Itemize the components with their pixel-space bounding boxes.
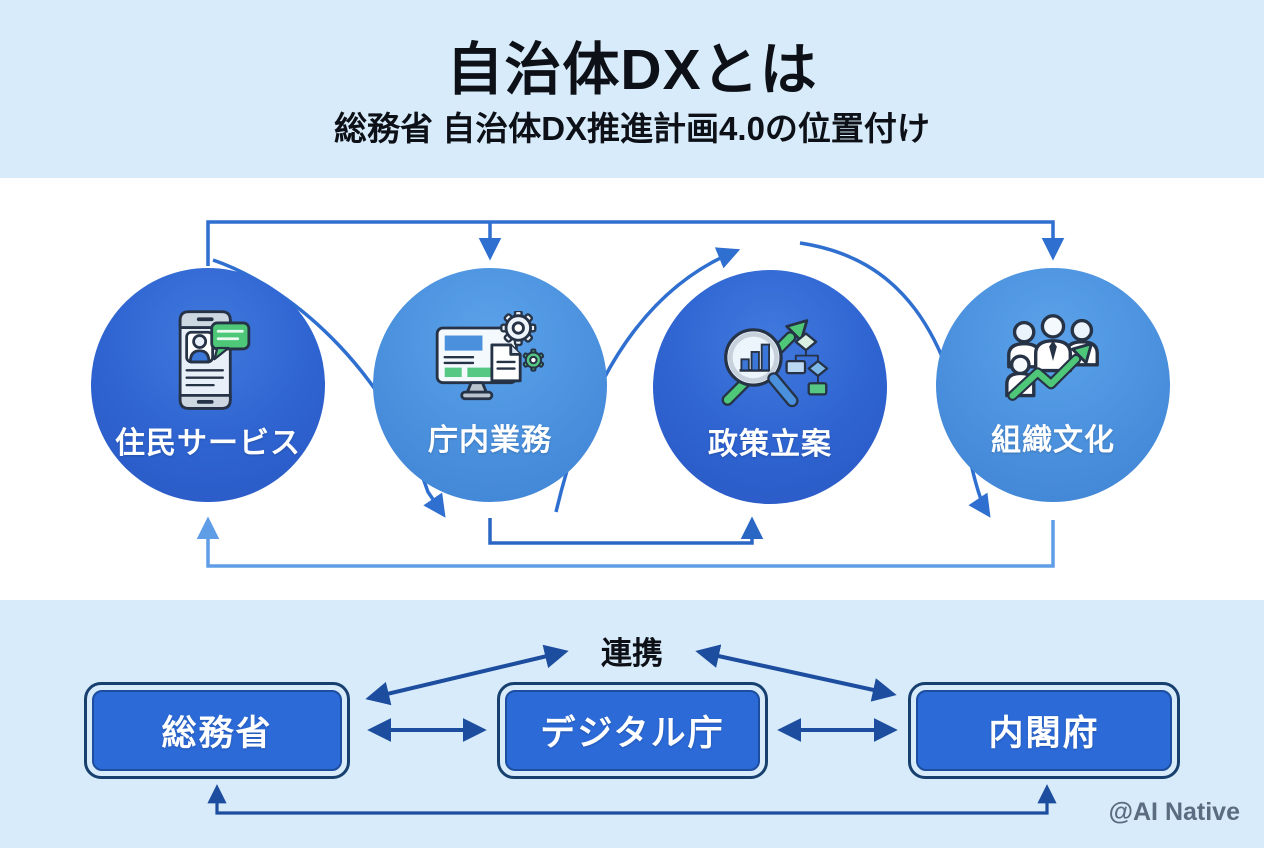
cycle-stage-policy-planning: 政策立案: [653, 270, 887, 504]
watermark: @AI Native: [1108, 798, 1240, 826]
agency-label: デジタル庁: [540, 714, 725, 753]
team-growth-icon: [1005, 314, 1099, 401]
agency-box-soumusho: 総務省: [84, 682, 350, 779]
cycle-stage-label: 組織文化: [991, 424, 1115, 457]
cycle-stage-internal-operations: 庁内業務: [373, 268, 607, 502]
cycle-stage-label: 政策立案: [708, 428, 832, 461]
agency-box-digital-agency: デジタル庁: [497, 682, 768, 779]
agency-box-inner: 内閣府: [916, 690, 1172, 771]
header-band: [0, 0, 1264, 178]
magnifier-chart-icon: [721, 319, 829, 408]
smartphone-chat-icon: [178, 310, 251, 410]
page-title: 自治体DXとは: [446, 38, 818, 102]
agency-label: 内閣府: [988, 714, 1100, 753]
agency-box-cabinet-office: 内閣府: [908, 682, 1180, 779]
agency-box-inner: デジタル庁: [505, 690, 760, 771]
agency-label: 総務省: [161, 714, 273, 753]
cycle-stage-organizational-culture: 組織文化: [936, 268, 1170, 502]
relation-label: 連携: [601, 636, 663, 671]
computer-gears-icon: [435, 311, 545, 401]
page-subtitle: 総務省 自治体DX推進計画4.0の位置付け: [334, 110, 930, 147]
cycle-stage-resident-services: 住民サービス: [91, 268, 325, 502]
cycle-stage-label: 庁内業務: [428, 424, 552, 457]
agency-box-inner: 総務省: [92, 690, 342, 771]
cycle-stage-label: 住民サービス: [115, 427, 301, 460]
